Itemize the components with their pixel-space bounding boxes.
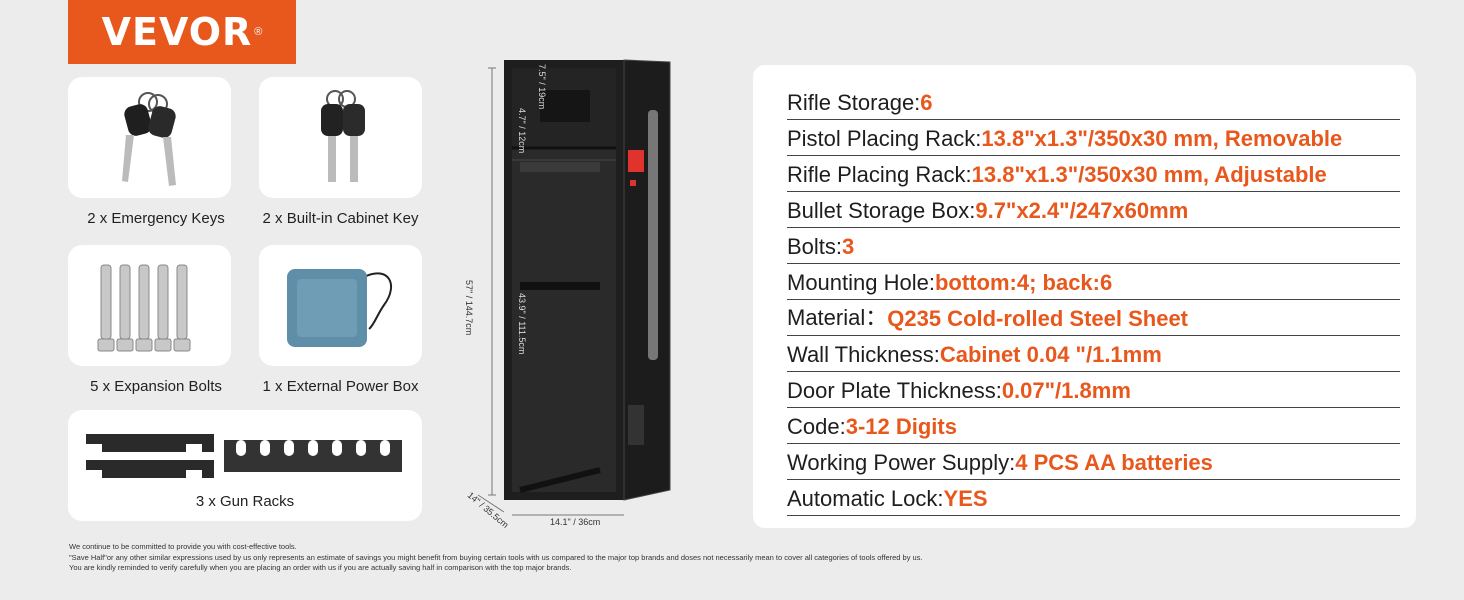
spec-label: Door Plate Thickness: [787, 378, 1002, 403]
spec-value: 6 [920, 90, 933, 115]
spec-value: 13.8"x1.3"/350x30 mm, Adjustable [971, 162, 1327, 187]
spec-row-door-thickness: Door Plate Thickness: 0.07"/1.8mm [787, 372, 1400, 408]
caption-expansion-bolts: 5 x Expansion Bolts [90, 378, 222, 395]
gun-safe-icon [477, 59, 671, 516]
spec-row-power-supply: Working Power Supply: 4 PCS AA batteries [787, 444, 1400, 480]
spec-value: bottom:4; back:6 [934, 270, 1113, 295]
expansion-bolts-icon [97, 264, 191, 352]
spec-label: Code: [787, 414, 846, 439]
spec-label: Bolts: [787, 234, 843, 259]
spec-label: Automatic Lock: [787, 486, 944, 511]
spec-row-code: Code: 3-12 Digits [787, 408, 1400, 444]
accessory-card-power-box [259, 245, 422, 366]
caption-emergency-keys: 2 x Emergency Keys [87, 210, 225, 227]
spec-value: Q235 Cold-rolled Steel Sheet [887, 306, 1188, 331]
spec-label: Working Power Supply: [787, 450, 1016, 475]
accessory-card-emergency-keys [68, 77, 231, 198]
spec-label: Material： [787, 305, 888, 330]
spec-row-pistol-rack: Pistol Placing Rack: 13.8"x1.3"/350x30 m… [787, 120, 1400, 156]
specifications-panel: Rifle Storage: 6 Pistol Placing Rack: 13… [753, 65, 1416, 528]
dimension-top-compartment: 7.5" / 19cm [537, 64, 547, 110]
spec-row-bullet-box: Bullet Storage Box: 9.7"x2.4"/247x60mm [787, 192, 1400, 228]
cabinet-keys-icon [321, 90, 365, 182]
spec-value: 13.8"x1.3"/350x30 mm, Removable [981, 126, 1343, 151]
gun-safe-diagram: 57" / 144.7cm 7.5" / 19cm 4.7" / 12cm 43… [460, 50, 690, 540]
spec-row-wall-thickness: Wall Thickness: Cabinet 0.04 "/1.1mm [787, 336, 1400, 372]
spec-value: 4 PCS AA batteries [1015, 450, 1213, 475]
disclaimer: We continue to be committed to provide y… [69, 542, 923, 574]
spec-value: 0.07"/1.8mm [1001, 378, 1131, 403]
accessory-card-cabinet-keys [259, 77, 422, 198]
dimension-shelf-gap: 4.7" / 12cm [517, 108, 527, 154]
spec-label: Mounting Hole: [787, 270, 935, 295]
spec-row-material: Material：Q235 Cold-rolled Steel Sheet [787, 300, 1400, 336]
spec-value: 3-12 Digits [845, 414, 957, 439]
disclaimer-line: You are kindly reminded to verify carefu… [69, 563, 572, 572]
spec-label: Rifle Storage: [787, 90, 921, 115]
spec-row-mounting-hole: Mounting Hole: bottom:4; back:6 [787, 264, 1400, 300]
caption-cabinet-keys: 2 x Built-in Cabinet Key [262, 210, 419, 227]
spec-value: 3 [842, 234, 855, 259]
registered-mark: ® [254, 26, 263, 38]
caption-gun-racks: 3 x Gun Racks [195, 493, 295, 510]
accessory-card-expansion-bolts [68, 245, 231, 366]
spec-label: Bullet Storage Box: [787, 198, 976, 223]
dimension-interior-height: 43.9" / 111.5cm [517, 293, 527, 355]
vevor-logo: VEVOR® [68, 0, 296, 64]
spec-row-rifle-rack: Rifle Placing Rack: 13.8"x1.3"/350x30 mm… [787, 156, 1400, 192]
dimension-height: 57" / 144.7cm [464, 280, 474, 336]
accessory-card-gun-racks [68, 410, 422, 521]
disclaimer-line: "Save Half"or any other similar expressi… [69, 552, 923, 562]
spec-value: Cabinet 0.04 "/1.1mm [939, 342, 1162, 367]
spec-label: Pistol Placing Rack: [787, 126, 982, 151]
spec-value: 9.7"x2.4"/247x60mm [975, 198, 1189, 223]
brand-name: VEVOR [101, 10, 253, 54]
spec-label: Wall Thickness: [787, 342, 940, 367]
gun-racks-icon [86, 434, 402, 478]
caption-power-box: 1 x External Power Box [262, 378, 419, 395]
spec-row-automatic-lock: Automatic Lock: YES [787, 480, 1400, 516]
spec-row-rifle-storage: Rifle Storage: 6 [787, 84, 1400, 120]
spec-value: YES [943, 486, 988, 511]
emergency-keys-icon [122, 92, 176, 186]
dimension-width: 14.1" / 36cm [550, 517, 601, 527]
power-box-icon [287, 269, 393, 347]
disclaimer-line: We continue to be committed to provide y… [69, 542, 297, 551]
spec-label: Rifle Placing Rack: [787, 162, 972, 187]
spec-row-bolts: Bolts: 3 [787, 228, 1400, 264]
